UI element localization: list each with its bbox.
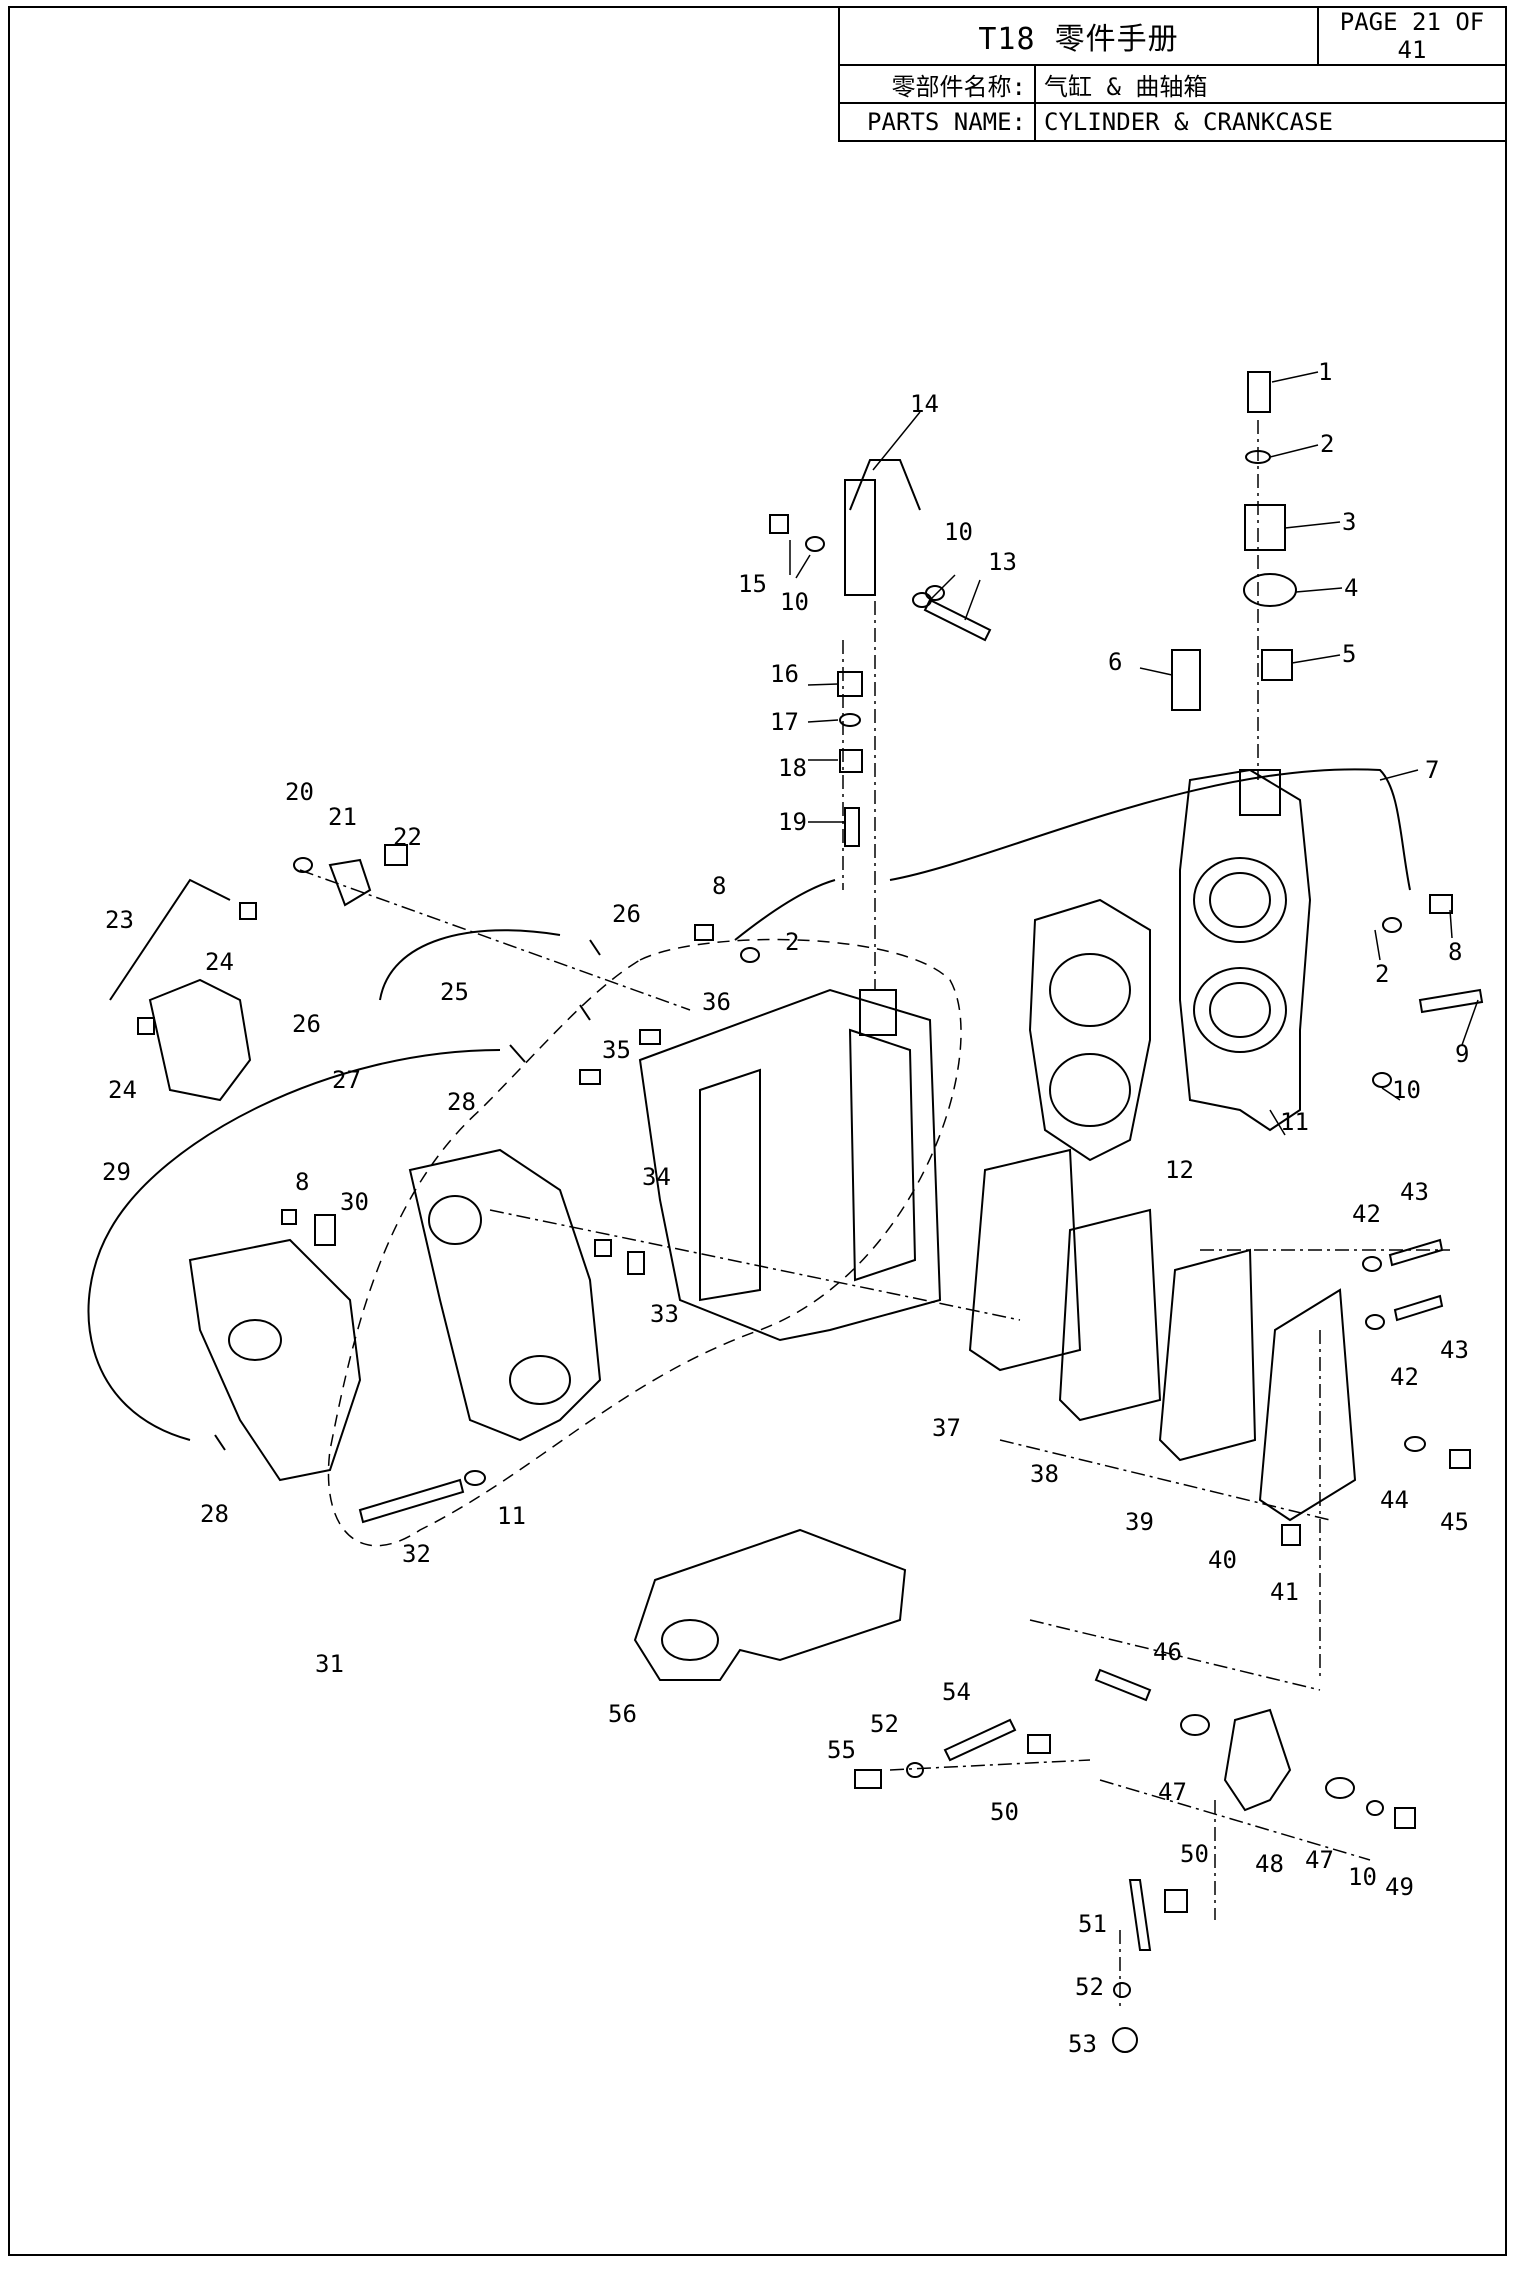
callout-9: 9	[1455, 1040, 1469, 1068]
callout-45: 45	[1440, 1508, 1469, 1536]
callout-35: 35	[602, 1036, 631, 1064]
callout-30: 30	[340, 1188, 369, 1216]
callout-29: 29	[102, 1158, 131, 1186]
callout-24: 24	[108, 1076, 137, 1104]
callout-23: 23	[105, 906, 134, 934]
callout-5: 5	[1342, 640, 1356, 668]
callout-48: 48	[1255, 1850, 1284, 1878]
callout-24: 24	[205, 948, 234, 976]
callout-54: 54	[942, 1678, 971, 1706]
callout-13: 13	[988, 548, 1017, 576]
callout-11: 11	[497, 1502, 526, 1530]
callout-52: 52	[1075, 1973, 1104, 2001]
callout-16: 16	[770, 660, 799, 688]
callout-47: 47	[1305, 1846, 1334, 1874]
callout-10: 10	[1348, 1863, 1377, 1891]
callout-51: 51	[1078, 1910, 1107, 1938]
callout-2: 2	[1375, 960, 1389, 988]
callout-26: 26	[292, 1010, 321, 1038]
parts-name-label-en: PARTS NAME:	[838, 102, 1036, 142]
callout-2: 2	[1320, 430, 1334, 458]
callout-56: 56	[608, 1700, 637, 1728]
callout-52: 52	[870, 1710, 899, 1738]
callout-28: 28	[447, 1088, 476, 1116]
callout-19: 19	[778, 808, 807, 836]
callout-2: 2	[785, 928, 799, 956]
callout-42: 42	[1390, 1363, 1419, 1391]
callout-6: 6	[1108, 648, 1122, 676]
callout-46: 46	[1153, 1638, 1182, 1666]
page-number: PAGE 21 OF 41	[1317, 6, 1507, 66]
callout-8: 8	[295, 1168, 309, 1196]
callout-55: 55	[827, 1736, 856, 1764]
callout-43: 43	[1400, 1178, 1429, 1206]
parts-name-label-cn: 零部件名称:	[838, 64, 1036, 104]
callout-50: 50	[990, 1798, 1019, 1826]
callout-11: 11	[1280, 1108, 1309, 1136]
callout-42: 42	[1352, 1200, 1381, 1228]
callout-27: 27	[332, 1066, 361, 1094]
callout-31: 31	[315, 1650, 344, 1678]
callout-20: 20	[285, 778, 314, 806]
parts-name-value-cn: 气缸 & 曲轴箱	[1034, 64, 1507, 104]
callout-21: 21	[328, 803, 357, 831]
callout-49: 49	[1385, 1873, 1414, 1901]
callout-26: 26	[612, 900, 641, 928]
callout-50: 50	[1180, 1840, 1209, 1868]
callout-18: 18	[778, 754, 807, 782]
parts-name-value-en: CYLINDER & CRANKCASE	[1034, 102, 1507, 142]
callout-33: 33	[650, 1300, 679, 1328]
callout-8: 8	[1448, 938, 1462, 966]
callout-15: 15	[738, 570, 767, 598]
callout-36: 36	[702, 988, 731, 1016]
callout-8: 8	[712, 872, 726, 900]
callout-25: 25	[440, 978, 469, 1006]
callout-28: 28	[200, 1500, 229, 1528]
callout-40: 40	[1208, 1546, 1237, 1574]
callout-39: 39	[1125, 1508, 1154, 1536]
callout-22: 22	[393, 823, 422, 851]
callout-38: 38	[1030, 1460, 1059, 1488]
callout-53: 53	[1068, 2030, 1097, 2058]
callout-44: 44	[1380, 1486, 1409, 1514]
callout-43: 43	[1440, 1336, 1469, 1364]
drawing-frame	[8, 6, 1507, 2256]
callout-34: 34	[642, 1163, 671, 1191]
callout-37: 37	[932, 1414, 961, 1442]
callout-32: 32	[402, 1540, 431, 1568]
callout-12: 12	[1165, 1156, 1194, 1184]
callout-7: 7	[1425, 756, 1439, 784]
callout-1: 1	[1318, 358, 1332, 386]
callout-17: 17	[770, 708, 799, 736]
callout-14: 14	[910, 390, 939, 418]
callout-47: 47	[1158, 1778, 1187, 1806]
callout-4: 4	[1344, 574, 1358, 602]
callout-10: 10	[780, 588, 809, 616]
callout-10: 10	[944, 518, 973, 546]
manual-title: T18 零件手册	[838, 6, 1319, 66]
callout-3: 3	[1342, 508, 1356, 536]
title-block: T18 零件手册 PAGE 21 OF 41 零部件名称: 气缸 & 曲轴箱 P…	[838, 6, 1507, 164]
callout-41: 41	[1270, 1578, 1299, 1606]
callout-10: 10	[1392, 1076, 1421, 1104]
